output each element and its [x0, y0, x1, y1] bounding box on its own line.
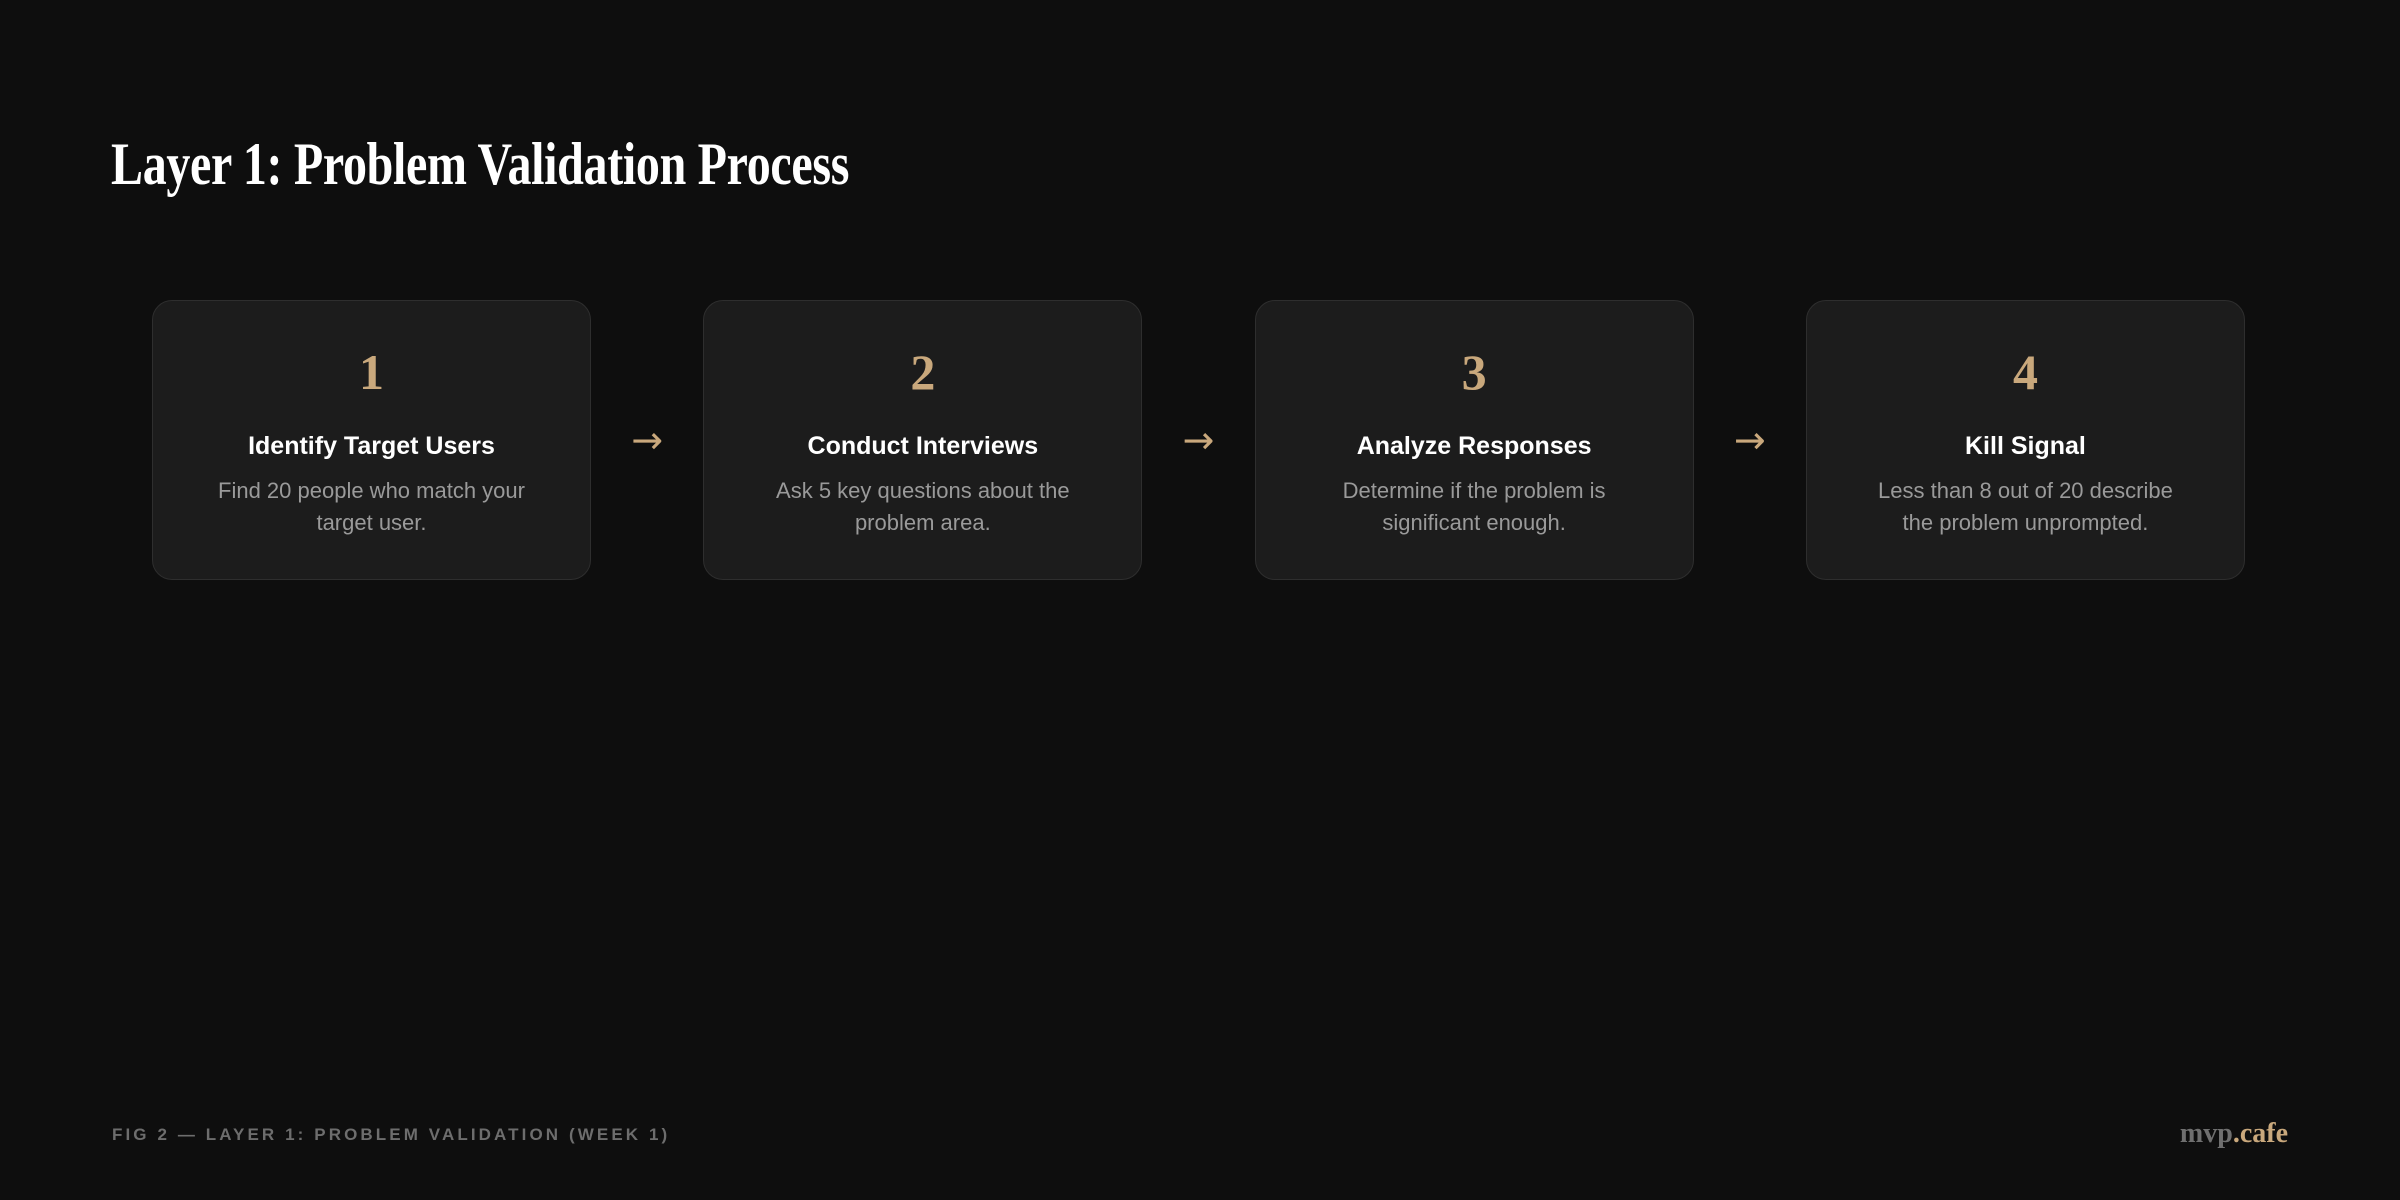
step-description-1: Find 20 people who match your target use… [218, 478, 525, 536]
step-title-3: Analyze Responses [1356, 431, 1592, 460]
step-number-2: 2 [910, 343, 936, 400]
step-card-3[interactable]: 3 Analyze Responses Determine if the pro… [1254, 299, 1694, 581]
brand-logo-accent: .cafe [2232, 1118, 2288, 1149]
arrow-right-icon-2: → [1182, 418, 1215, 462]
step-card-2[interactable]: 2 Conduct Interviews Ask 5 key questions… [703, 299, 1143, 581]
step-number-4: 4 [2012, 343, 2038, 400]
step-description-2: Ask 5 key questions about the problem ar… [776, 478, 1070, 536]
figure-caption: FIG 2 — LAYER 1: PROBLEM VALIDATION (WEE… [112, 1125, 671, 1144]
step-number-1: 1 [359, 343, 384, 400]
step-card-1[interactable]: 1 Identify Target Users Find 20 people w… [152, 299, 591, 581]
step-number-3: 3 [1461, 343, 1487, 400]
process-flow-row: 1 Identify Target Users Find 20 people w… [152, 265, 2245, 615]
arrow-right-icon-3: → [1733, 418, 1766, 462]
arrow-right-icon-1: → [631, 418, 664, 462]
brand-logo: mvp.cafe [2180, 1120, 2288, 1148]
step-title-4: Kill Signal [1965, 431, 2086, 460]
step-description-4: Less than 8 out of 20 describe the probl… [1878, 478, 2173, 536]
page-title: Layer 1: Problem Validation Process [111, 131, 850, 198]
step-card-4[interactable]: 4 Kill Signal Less than 8 out of 20 desc… [1805, 299, 2245, 581]
step-title-2: Conduct Interviews [807, 431, 1039, 460]
brand-logo-primary: mvp [2179, 1118, 2233, 1149]
step-title-1: Identify Target Users [248, 431, 495, 460]
step-description-3: Determine if the problem is significant … [1342, 478, 1606, 536]
